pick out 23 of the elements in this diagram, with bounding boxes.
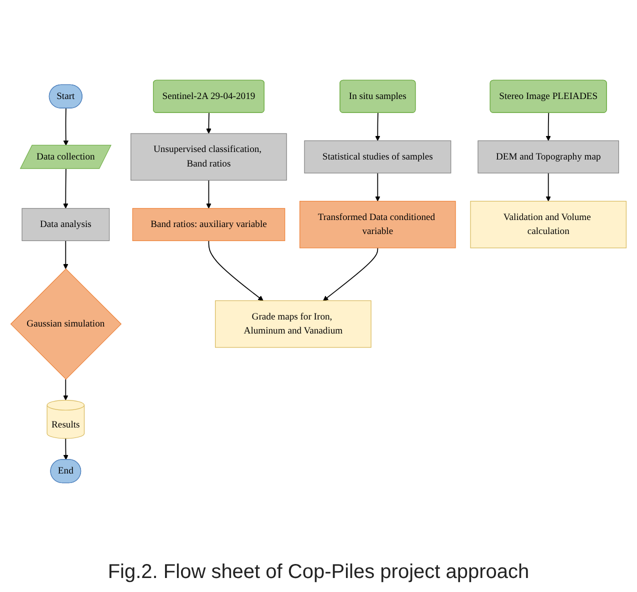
arrow bbox=[63, 108, 69, 146]
arrow bbox=[63, 438, 68, 460]
arrow bbox=[206, 180, 212, 209]
node-box: Validation and Volume calculation bbox=[470, 200, 626, 248]
node-box: Statistical studies of samples bbox=[304, 140, 452, 174]
arrow bbox=[63, 378, 68, 400]
node-box: Grade maps for Iron, Aluminum and Vanadium bbox=[215, 300, 372, 348]
node-box: Data analysis bbox=[22, 208, 110, 242]
node-box: DEM and Topography map bbox=[478, 140, 620, 174]
node-box: Unsupervised classification, Band ratios bbox=[130, 133, 287, 181]
node-box: Transformed Data conditioned variable bbox=[300, 200, 456, 248]
arrow bbox=[375, 172, 380, 202]
arrow bbox=[63, 240, 68, 270]
arrow bbox=[208, 240, 264, 301]
node-diamond: Gaussian simulation bbox=[10, 268, 122, 380]
arrow bbox=[375, 112, 380, 141]
arrow bbox=[63, 168, 68, 209]
arrow bbox=[546, 112, 551, 141]
arrow bbox=[546, 172, 551, 202]
arrow bbox=[323, 247, 378, 301]
arrow bbox=[206, 112, 212, 134]
figure-caption: Fig.2. Flow sheet of Cop-Piles project approach bbox=[108, 561, 530, 584]
node-box: Band ratios: auxiliary variable bbox=[132, 208, 286, 242]
